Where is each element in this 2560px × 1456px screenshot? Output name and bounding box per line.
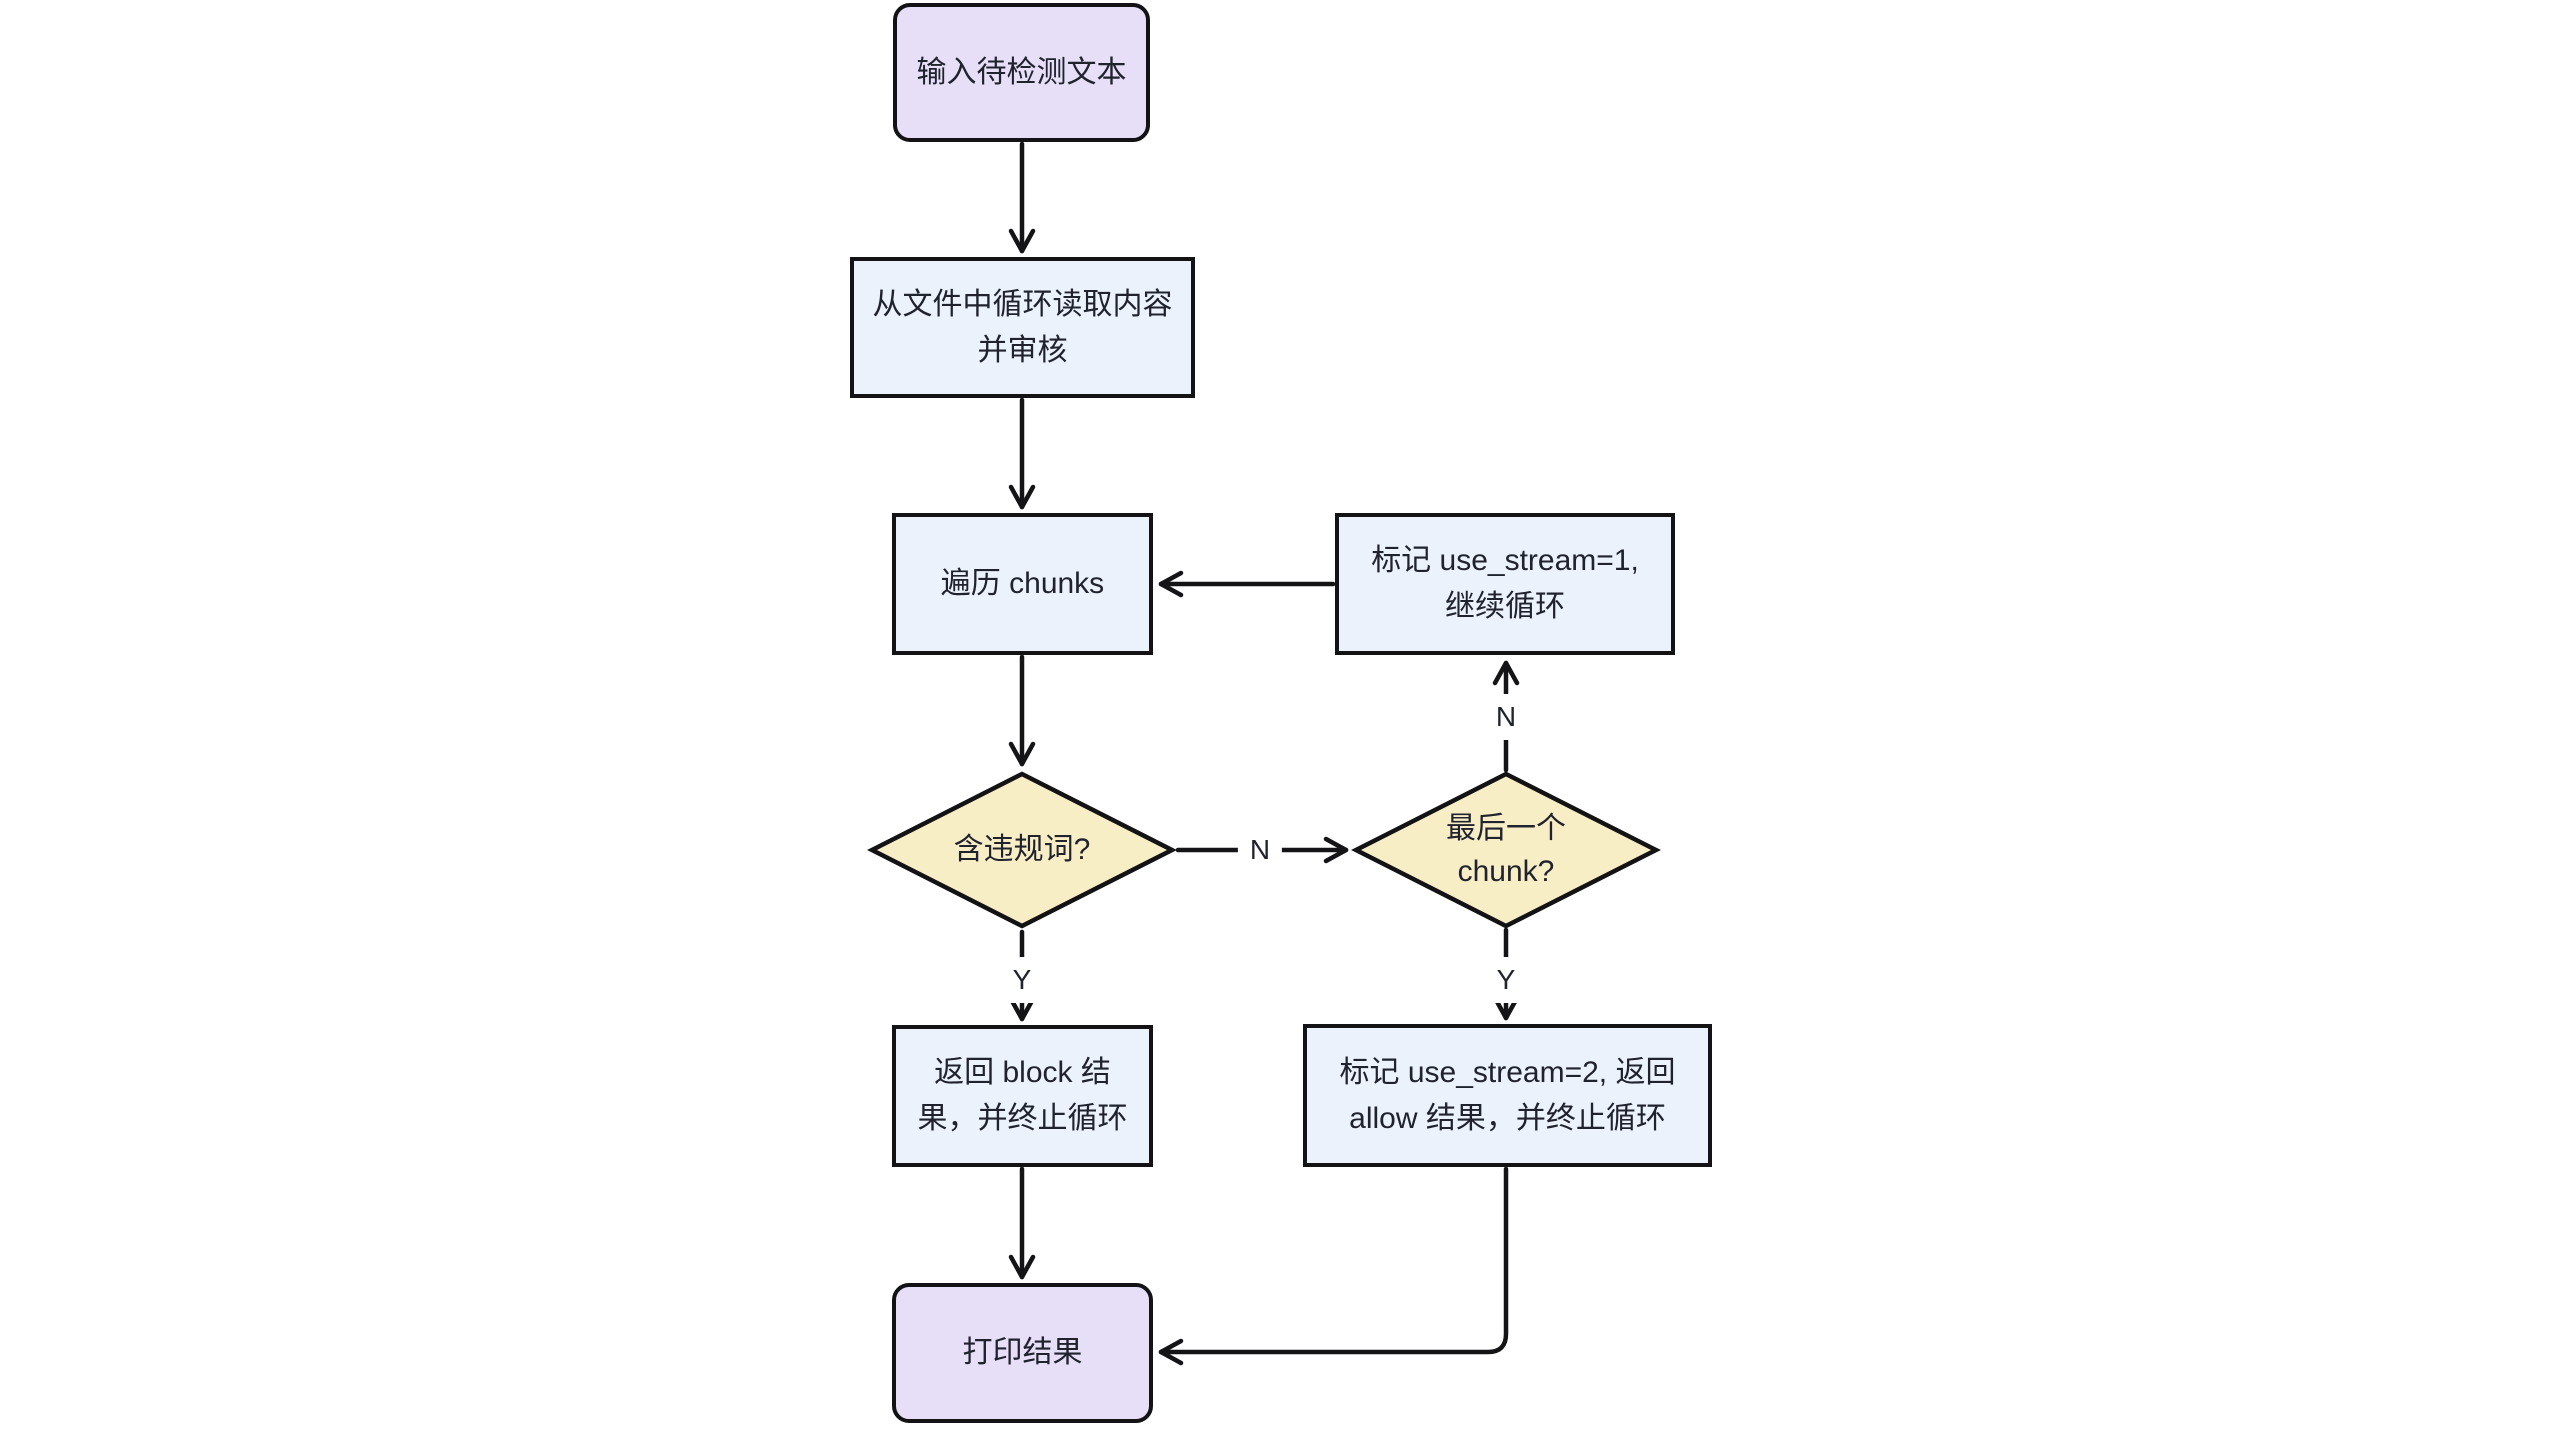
- edge-label-violation-no: N: [1237, 827, 1283, 873]
- node-has-violation: 含违规词?: [867, 770, 1177, 930]
- edge-label-violation-yes: Y: [1000, 957, 1044, 1003]
- node-has-violation-label: 含违规词?: [953, 833, 1091, 867]
- node-mark-stream2: 标记 use_stream=2, 返回 allow 结果，并终止循环: [1303, 1024, 1712, 1167]
- node-mark-stream2-label: 标记 use_stream=2, 返回 allow 结果，并终止循环: [1339, 1055, 1676, 1135]
- edge-mark2-to-print: [1158, 1166, 1509, 1366]
- diamond-shape: [1351, 771, 1661, 929]
- edge-label-lastchunk-yes: Y: [1484, 957, 1528, 1003]
- node-return-block-label: 返回 block 结 果，并终止循环: [917, 1056, 1128, 1135]
- node-mark-stream1-label: 标记 use_stream=1, 继续循环: [1371, 544, 1639, 623]
- node-start: 输入待检测文本: [893, 3, 1150, 142]
- node-print-result-label: 打印结果: [962, 1336, 1083, 1370]
- node-read-file: 从文件中循环读取内容 并审核: [850, 257, 1195, 398]
- diamond-shape: [867, 771, 1177, 929]
- edge-label-lastchunk-no: N: [1483, 694, 1529, 740]
- node-read-file-label: 从文件中循环读取内容 并审核: [872, 287, 1173, 367]
- node-print-result: 打印结果: [892, 1283, 1153, 1423]
- node-iterate-chunks: 遍历 chunks: [892, 513, 1153, 655]
- node-iterate-chunks-label: 遍历 chunks: [940, 567, 1105, 601]
- node-last-chunk: 最后一个 chunk?: [1351, 770, 1661, 930]
- node-mark-stream1: 标记 use_stream=1, 继续循环: [1335, 513, 1675, 655]
- node-start-label: 输入待检测文本: [916, 55, 1127, 89]
- node-return-block: 返回 block 结 果，并终止循环: [892, 1025, 1153, 1167]
- node-last-chunk-label: 最后一个 chunk?: [1446, 811, 1566, 889]
